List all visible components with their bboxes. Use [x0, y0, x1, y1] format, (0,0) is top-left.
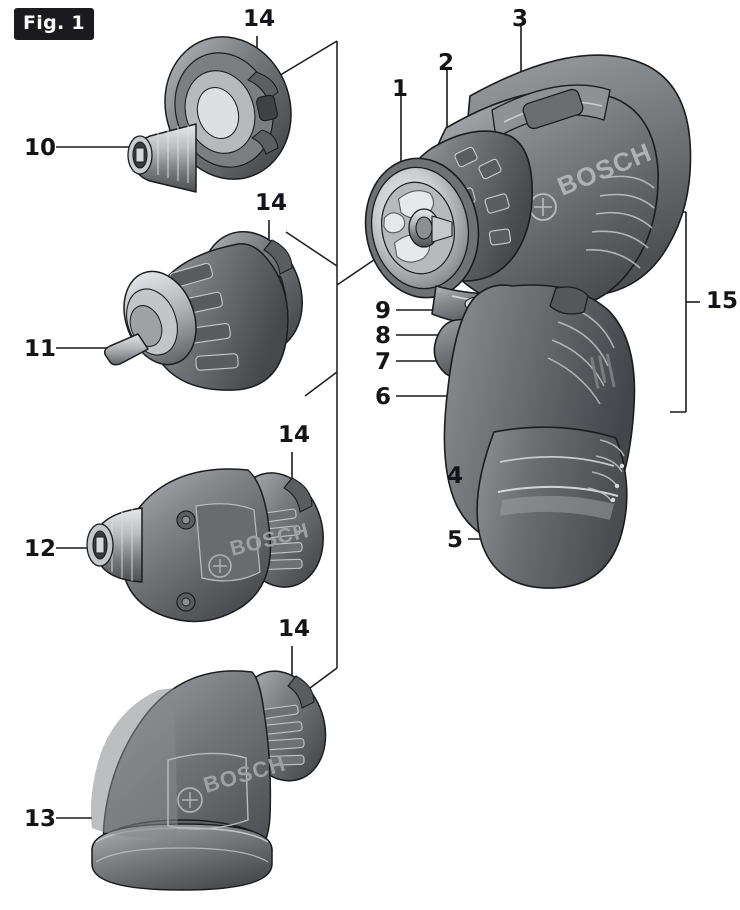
- grouping-bracket-arm-4: [309, 667, 338, 689]
- callout-14-offset: 14: [278, 422, 311, 448]
- grouping-bracket-arm-3: [304, 371, 338, 397]
- callout-11: 11: [24, 336, 57, 362]
- callout-15: 15: [706, 288, 739, 314]
- figure-badge: Fig. 1: [14, 8, 94, 40]
- callout-5: 5: [447, 527, 464, 553]
- main-tool-assembly: BOSCH: [364, 54, 692, 589]
- callout-7: 7: [375, 349, 392, 375]
- part-10-hex-drive-attachment: [127, 36, 292, 193]
- callout-8: 8: [375, 323, 392, 349]
- callout-12: 12: [24, 536, 57, 562]
- callout-9: 9: [375, 298, 392, 324]
- grouping-bracket-arm-1: [271, 40, 338, 81]
- callout-3: 3: [512, 6, 529, 32]
- callout-14-angle: 14: [278, 616, 311, 642]
- part-13-right-angle-attachment: BOSCH: [90, 670, 327, 891]
- bracket-15: [670, 211, 687, 413]
- callout-6: 6: [375, 384, 392, 410]
- callout-4: 4: [447, 463, 464, 489]
- callout-13: 13: [24, 806, 57, 832]
- callout-14-chuck: 14: [255, 190, 288, 216]
- part-12-offset-angle-attachment: BOSCH: [86, 468, 324, 623]
- callout-2: 2: [438, 50, 455, 76]
- grouping-bracket-arm-2: [285, 231, 338, 267]
- callout-1: 1: [392, 76, 409, 102]
- callout-10: 10: [24, 135, 57, 161]
- callout-14-top: 14: [243, 6, 276, 32]
- part-11-keyless-chuck-attachment: [103, 231, 303, 391]
